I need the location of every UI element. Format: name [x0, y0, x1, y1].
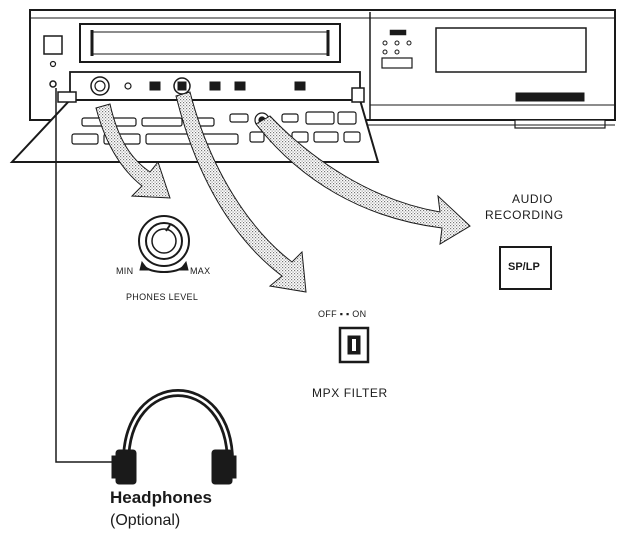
mpx-off-on-label: OFF ▪ ▪ ON — [318, 309, 367, 319]
audio-recording-label-line2: RECORDING — [485, 208, 564, 222]
pointer-arrows — [95, 91, 471, 293]
mpx-filter-label: MPX FILTER — [312, 386, 388, 400]
display-window — [435, 27, 587, 73]
arrow-to-phones-level — [95, 103, 171, 199]
timer-indicator — [49, 60, 57, 68]
headphone-cable — [55, 88, 112, 463]
sp-lp-button[interactable] — [499, 246, 552, 290]
optional-label: (Optional) — [110, 512, 181, 529]
front-control-row — [69, 71, 361, 101]
max-label: MAX — [190, 266, 211, 276]
min-label: MIN — [116, 266, 134, 276]
mpx-slide-switch-icon[interactable] — [338, 326, 370, 364]
headphones-label: Headphones — [110, 488, 213, 507]
power-button[interactable] — [43, 35, 63, 55]
arrow-to-mpx-filter — [175, 91, 307, 293]
headphone-jack[interactable] — [49, 80, 57, 88]
arrow-to-audio-recording — [255, 115, 471, 245]
sp-lp-label: SP/LP — [508, 261, 540, 273]
audio-recording-label-line1: AUDIO — [512, 192, 554, 206]
headphones-icon — [111, 389, 237, 485]
phones-level-label: PHONES LEVEL — [126, 292, 199, 302]
phones-level-knob-icon[interactable] — [138, 215, 190, 273]
